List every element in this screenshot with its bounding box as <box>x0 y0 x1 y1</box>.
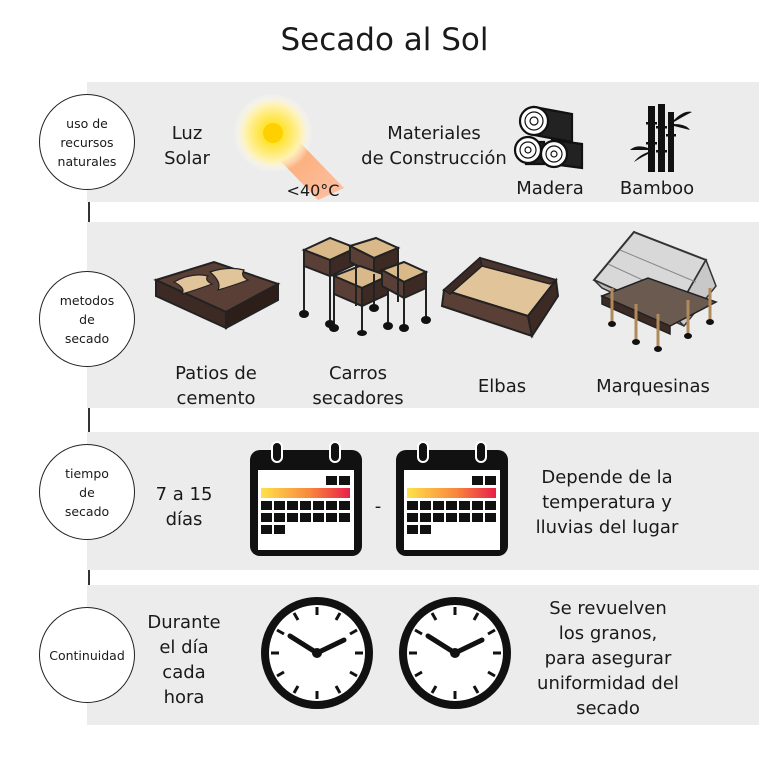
dias-label: 7 a 15 días <box>155 484 213 530</box>
revuelven-label: Se revuelven los granos, para asegurar u… <box>537 598 679 719</box>
drying-carts-icon <box>299 236 431 336</box>
durante-label: Durante el día cada hora <box>147 612 221 708</box>
separator-dash: - <box>374 496 382 517</box>
luz-solar-label: Luz Solar <box>164 123 210 169</box>
calendar-icon <box>396 441 508 556</box>
marquesinas-label: Marquesinas <box>596 376 710 397</box>
elbas-label: Elbas <box>477 376 527 397</box>
sun-icon <box>233 93 344 200</box>
page-title: Secado al Sol <box>280 22 489 58</box>
bamboo-label: Bamboo <box>619 178 695 199</box>
elba-icon <box>440 256 560 339</box>
marquesina-icon <box>592 230 718 352</box>
row-label-metodos: metodos de secado <box>39 271 135 367</box>
materiales-label: Materiales de Construcción <box>361 123 507 169</box>
madera-label: Madera <box>516 178 584 199</box>
cement-patio-icon <box>153 260 281 330</box>
clock-icon <box>399 597 511 709</box>
bamboo-icon <box>630 104 692 172</box>
patios-label: Patios de cemento <box>175 363 257 409</box>
depende-label: Depende de la temperatura y lluvias del … <box>535 467 679 538</box>
calendar-icon <box>250 441 362 556</box>
wood-logs-icon <box>513 105 584 170</box>
row-label-recursos: uso de recursos naturales <box>39 94 135 190</box>
clock-icon <box>261 597 373 709</box>
carros-label: Carros secadores <box>312 363 404 409</box>
row-label-continuidad: Continuidad <box>39 607 135 703</box>
row-label-tiempo: tiempo de secado <box>39 444 135 540</box>
temperature-label: <40°C <box>286 181 340 200</box>
